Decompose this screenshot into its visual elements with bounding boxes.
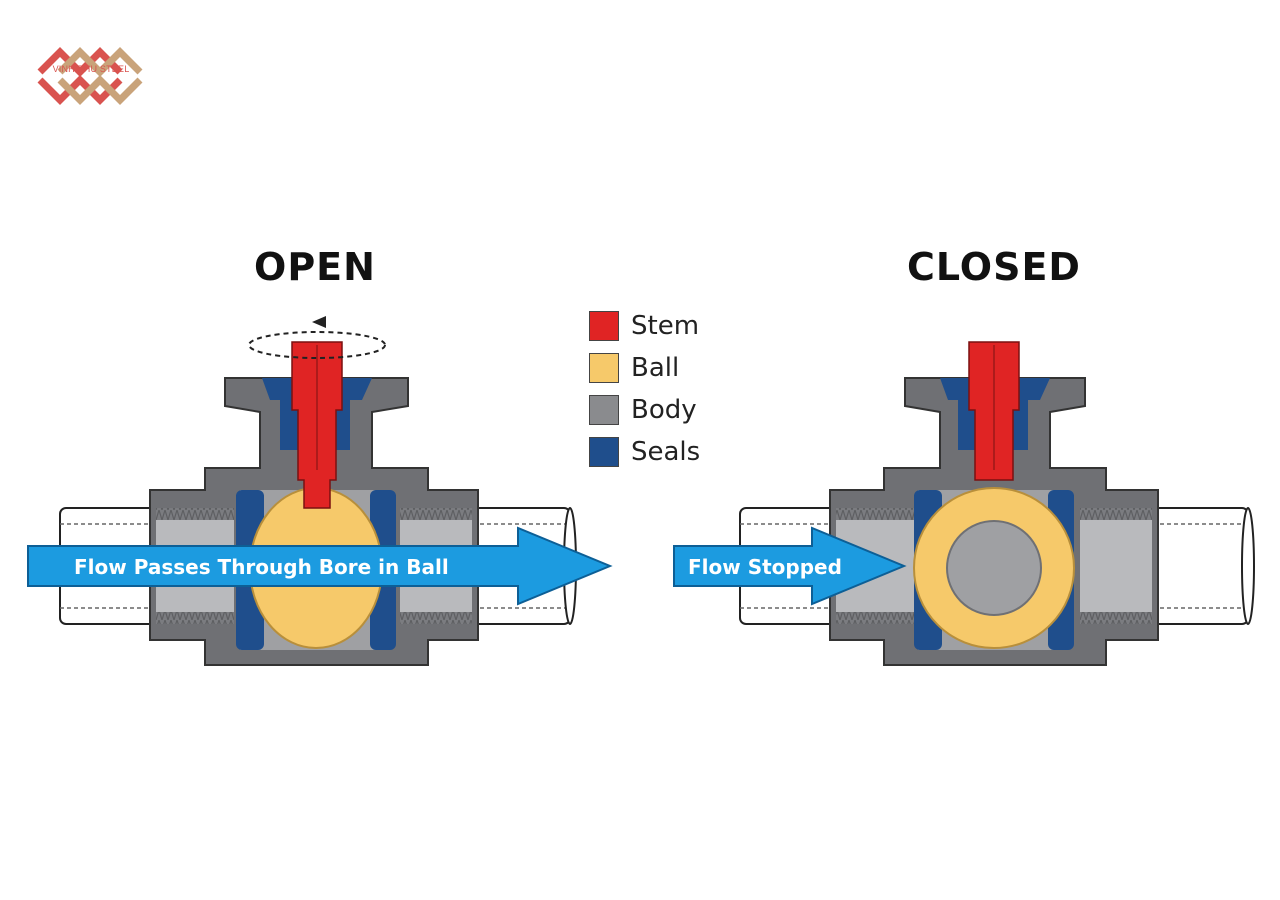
legend-label-stem: Stem: [631, 311, 700, 341]
rotation-arrow-icon: [248, 316, 386, 359]
open-title: OPEN: [254, 245, 376, 289]
closed-flow-label: Flow Stopped: [688, 555, 842, 579]
legend-label-seals: Seals: [631, 437, 701, 467]
open-valve: Flow Passes Through Bore in Ball: [27, 316, 613, 666]
open-flow-label: Flow Passes Through Bore in Ball: [74, 555, 449, 579]
legend-item-seals: Seals: [589, 431, 729, 473]
legend-item-stem: Stem: [589, 305, 729, 347]
open-stem: [291, 341, 343, 509]
legend-swatch-seals: [589, 437, 619, 467]
vinh-phu-steel-logo: [37, 47, 143, 105]
legend-item-ball: Ball: [589, 347, 729, 389]
legend-item-body: Body: [589, 389, 729, 431]
legend-label-ball: Ball: [631, 353, 680, 383]
closed-ball: [913, 487, 1075, 649]
legend-swatch-ball: [589, 353, 619, 383]
open-flow-arrow: Flow Passes Through Bore in Ball: [27, 526, 613, 606]
logo-text: VINH PHU STEEL: [52, 64, 130, 74]
closed-flow-arrow: Flow Stopped: [673, 526, 907, 606]
closed-stem: [968, 341, 1020, 481]
legend: Stem Ball Body Seals: [589, 305, 729, 473]
legend-label-body: Body: [631, 395, 697, 425]
closed-title: CLOSED: [907, 245, 1081, 289]
closed-valve: Flow Stopped: [673, 341, 1255, 666]
legend-swatch-body: [589, 395, 619, 425]
legend-swatch-stem: [589, 311, 619, 341]
